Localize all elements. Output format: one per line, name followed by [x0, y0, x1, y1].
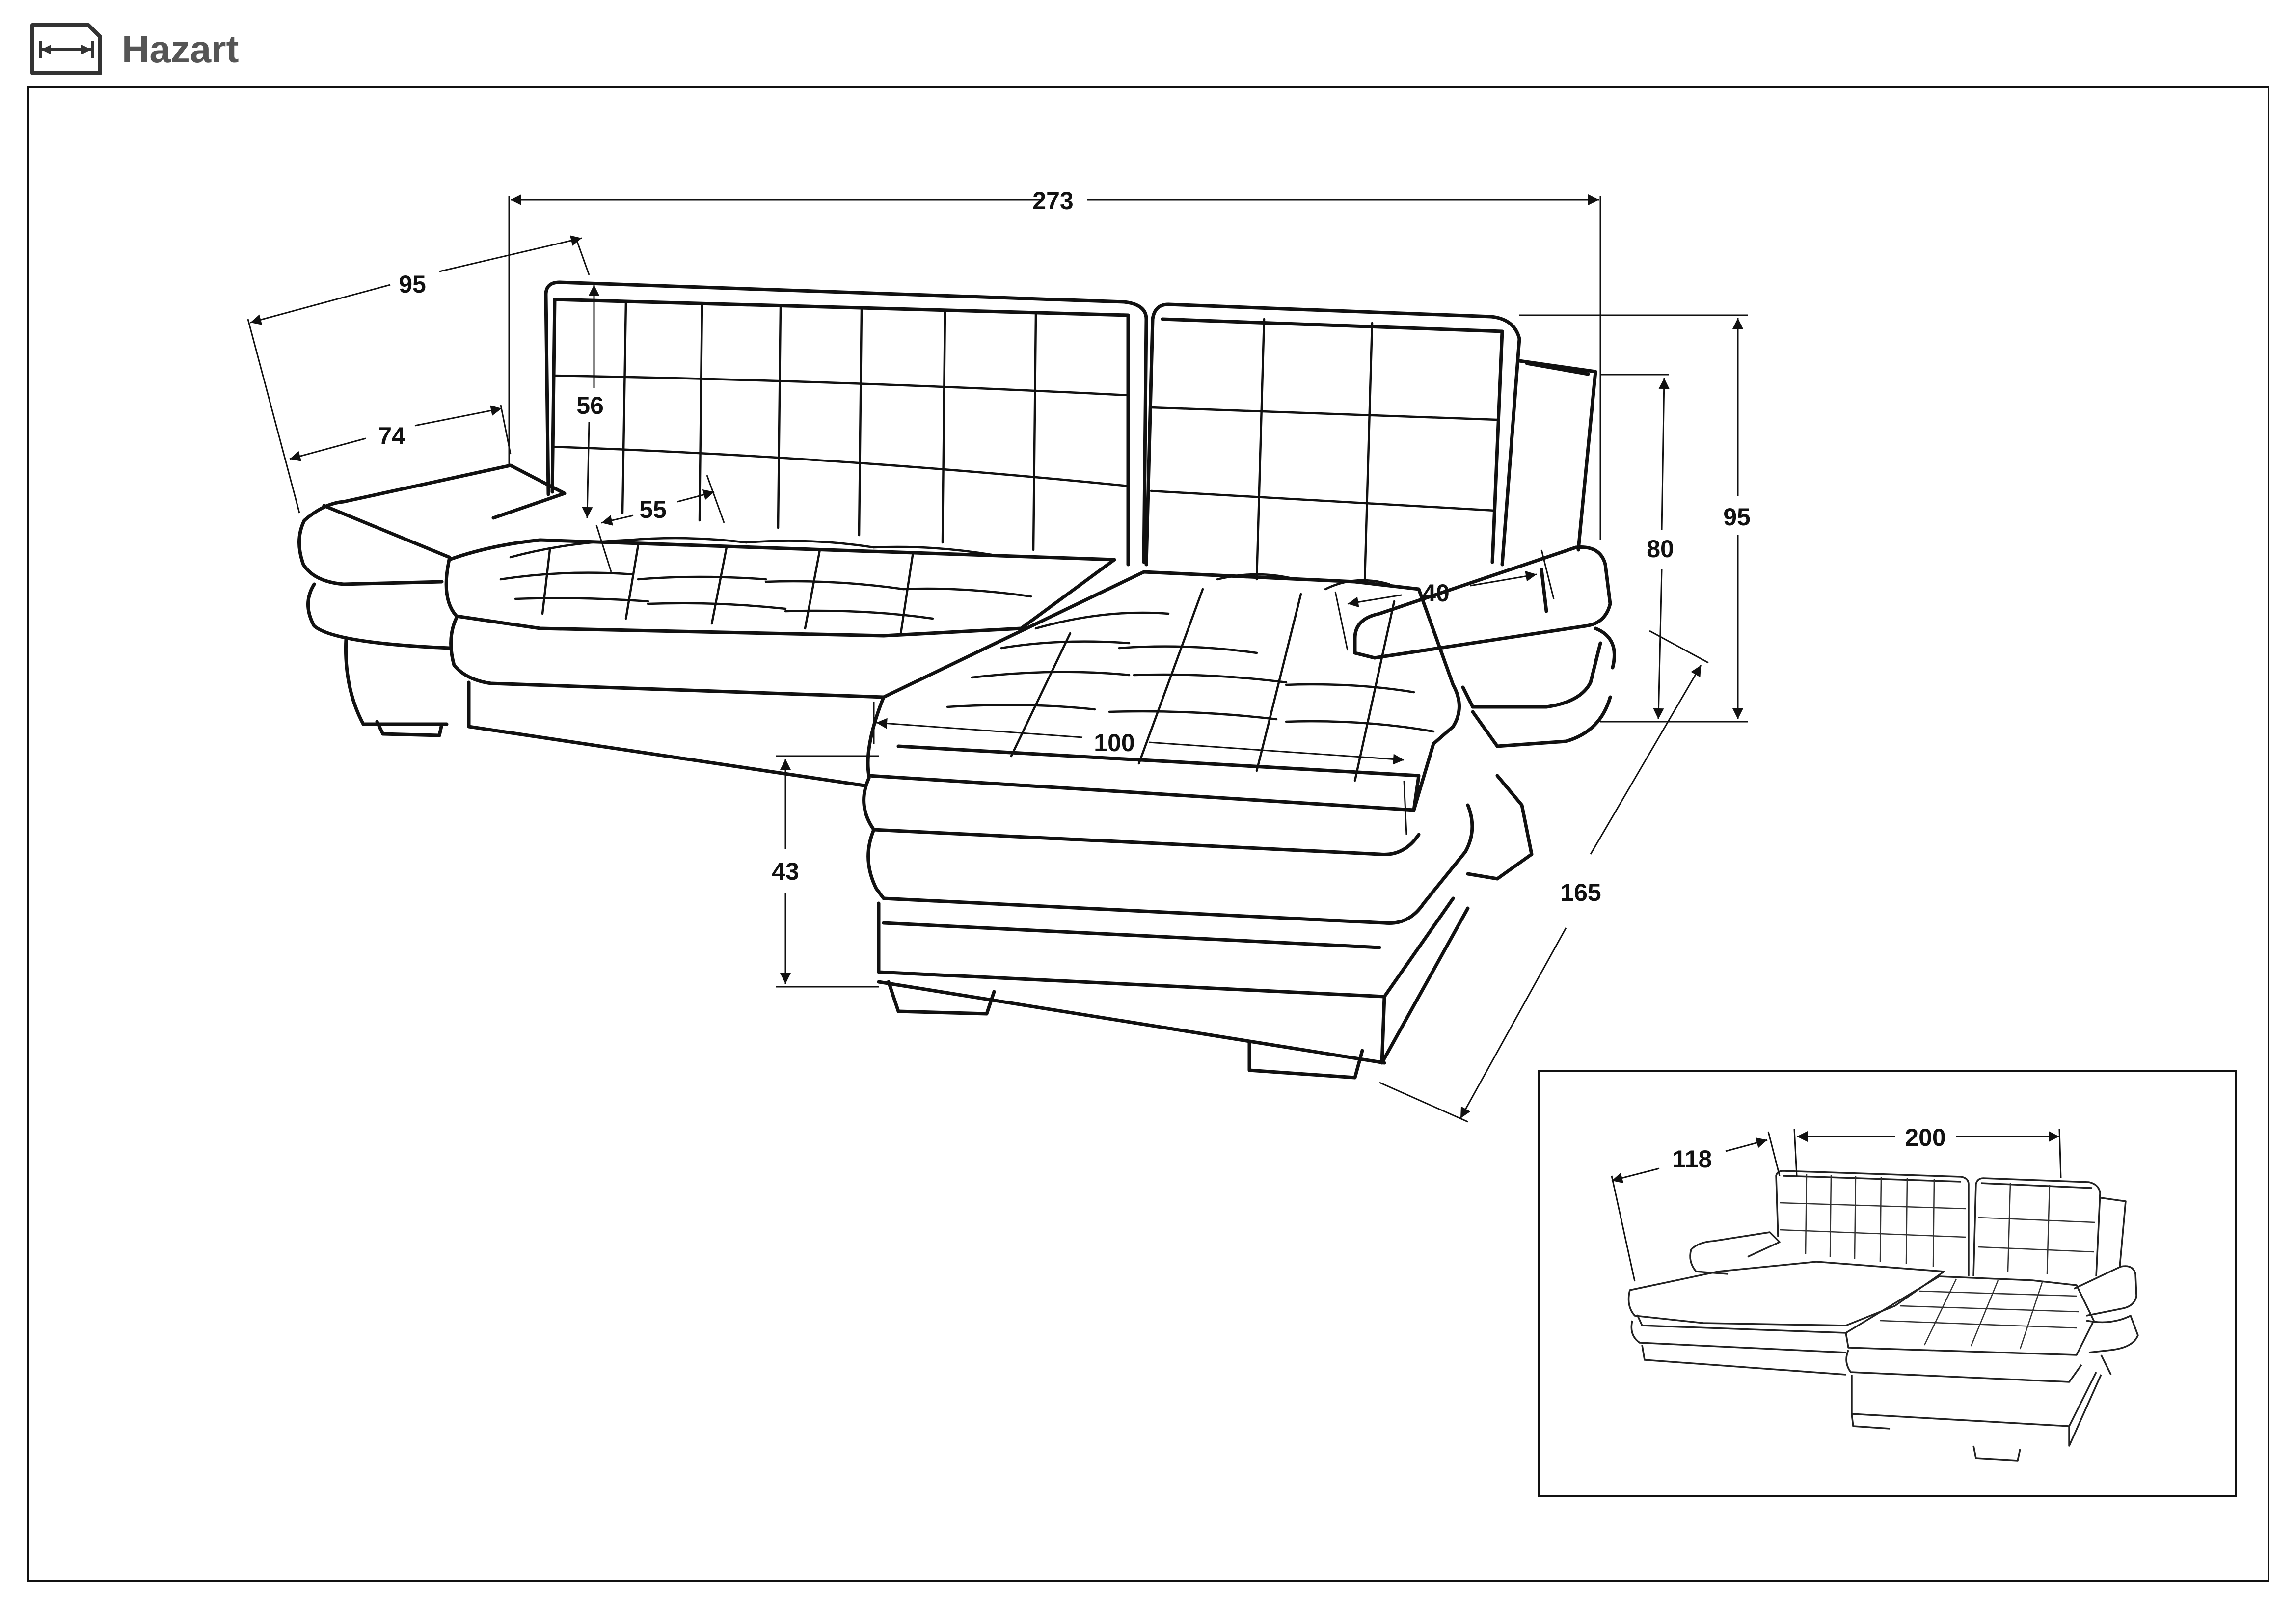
drawing-frame	[27, 86, 2269, 1582]
dim-total-length: 273	[1032, 187, 1073, 215]
dim-total-height: 95	[1723, 503, 1751, 531]
dim-chaise-width: 100	[1094, 729, 1134, 757]
header: Hazart	[29, 22, 239, 76]
corner-sofa-drawing	[297, 280, 1616, 1080]
dim-backrest-height: 56	[576, 392, 604, 419]
dim-seat-height: 43	[772, 858, 799, 885]
dimensions-icon	[30, 23, 102, 75]
dim-sleeping-width: 118	[1673, 1145, 1712, 1173]
sleeping-area-inset: 200 118	[1538, 1070, 2237, 1497]
dim-armrest-width: 40	[1422, 579, 1450, 607]
dim-seat-depth: 74	[378, 422, 405, 450]
dim-armrest-depth-outer: 95	[399, 271, 426, 298]
dim-sleeping-length: 200	[1905, 1124, 1945, 1151]
dim-seat-depth-inner: 55	[639, 496, 667, 523]
dim-back-height: 80	[1647, 535, 1674, 563]
product-title: Hazart	[122, 27, 239, 71]
dim-chaise-length: 165	[1560, 879, 1601, 906]
